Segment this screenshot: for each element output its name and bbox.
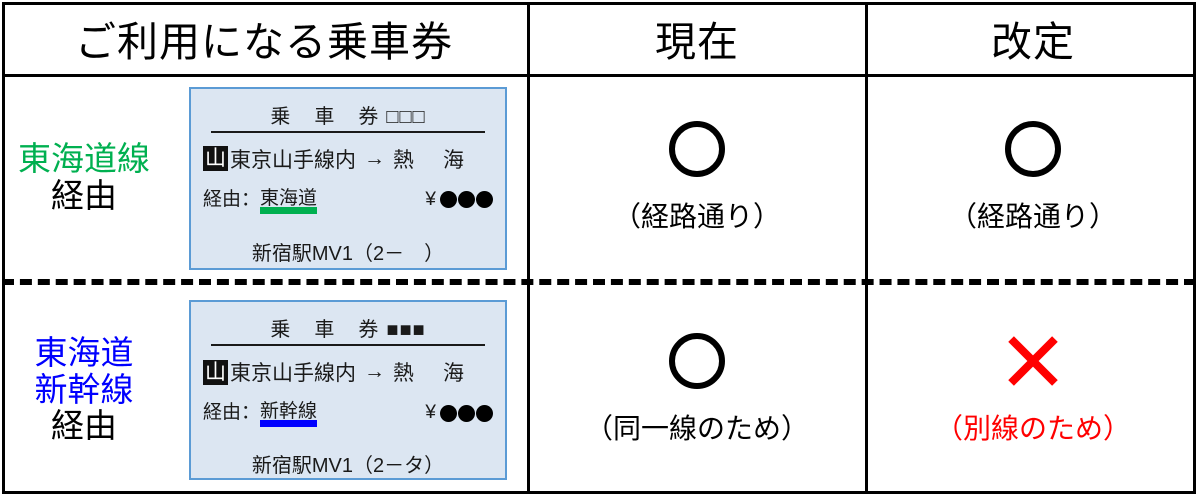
- route-line-name: 東海道線: [18, 140, 150, 178]
- price-dot-icon: [458, 191, 475, 208]
- ticket-graphic: 乗 車 券■■■ 山 東京山手線内 → 熱 海 経由： 新幹線 ¥: [189, 300, 507, 480]
- ticket-issuer-footer: 新宿駅MV1（2－タ）: [251, 455, 445, 477]
- current-result-cell-1: （経路通り）: [528, 77, 866, 279]
- ticket-route-line: 山 東京山手線内 → 熱 海: [203, 357, 493, 387]
- ticket-via-value: 東海道: [260, 187, 318, 209]
- ticket-price: ¥: [425, 402, 493, 424]
- ticket-via-value: 新幹線: [260, 401, 318, 422]
- ticket-price: ¥: [425, 189, 493, 211]
- ticket-graphic: 乗 車 券□□□ 山 東京山手線内 → 熱 海 経由： 東海道 ¥: [189, 86, 507, 270]
- ticket-via-line: 経由： 新幹線 ¥: [203, 396, 493, 427]
- ticket-via-label: 経由：: [203, 402, 261, 423]
- ticket-origin: 東京山手線内: [230, 362, 356, 385]
- header-ticket-column: ご利用になる乗車券: [75, 19, 453, 65]
- ticket-via-value-wrap: 新幹線: [260, 396, 318, 427]
- ticket-route-line: 山 東京山手線内 → 熱 海: [203, 144, 493, 174]
- price-dot-icon: [440, 404, 457, 422]
- ticket-via-line: 経由： 東海道 ¥: [203, 183, 493, 214]
- via-highlight-underline: [260, 206, 318, 214]
- table-row: 東海道線 経由 乗 車 券□□□ 山 東京山手線内 → 熱 海 経由： 東海道: [0, 77, 1200, 279]
- current-result-note: （同一線のため）: [584, 413, 809, 444]
- header-current-column: 現在: [655, 19, 739, 65]
- row-divider-dashed: [2, 279, 1196, 285]
- circle-mark-icon: [1005, 121, 1061, 177]
- ticket-marks: ■■■: [386, 319, 426, 341]
- table-header-row: ご利用になる乗車券 現在 改定: [0, 0, 1200, 76]
- route-via-suffix: 経由: [51, 407, 117, 445]
- column-divider-2: [865, 2, 868, 494]
- ticket-origin: 東京山手線内: [230, 148, 356, 172]
- route-label-cell-1: 東海道線 経由: [0, 77, 168, 279]
- cross-mark-icon: [1005, 333, 1061, 389]
- revised-result-cell-1: （経路通り）: [866, 77, 1200, 279]
- ticket-issuer-footer: 新宿駅MV1（2－ ）: [251, 242, 445, 265]
- route-line-name-part2: 新幹線: [34, 370, 134, 408]
- price-dot-icon: [458, 404, 475, 422]
- ticket-marks: □□□: [386, 105, 426, 128]
- ticket-via-value-wrap: 東海道: [260, 183, 318, 214]
- ticket-image-cell-2: 乗 車 券■■■ 山 東京山手線内 → 熱 海 経由： 新幹線 ¥: [168, 285, 528, 495]
- current-result-cell-2: （同一線のため）: [528, 285, 866, 495]
- header-revised-column: 改定: [991, 19, 1075, 65]
- route-via-suffix: 経由: [51, 177, 117, 214]
- ticket-image-cell-1: 乗 車 券□□□ 山 東京山手線内 → 熱 海 経由： 東海道 ¥: [168, 77, 528, 279]
- price-dot-icon: [440, 191, 457, 208]
- arrow-icon: →: [364, 146, 385, 170]
- route-label: 東海道 新幹線 経由: [34, 333, 134, 446]
- route-label: 東海道線 経由: [18, 140, 150, 215]
- ticket-title-text: 乗 車 券: [270, 319, 381, 341]
- revised-result-note: （経路通り）: [948, 201, 1117, 232]
- current-result-note: （経路通り）: [612, 201, 781, 232]
- revised-result-note: （別線のため）: [934, 413, 1131, 444]
- yen-symbol: ¥: [425, 188, 436, 210]
- route-label-cell-2: 東海道 新幹線 経由: [0, 285, 168, 495]
- route-line-name-part1: 東海道: [34, 333, 134, 371]
- yamanote-badge-icon: 山: [203, 146, 228, 171]
- yen-symbol: ¥: [425, 402, 436, 423]
- ticket-destination: 熱 海: [393, 148, 468, 172]
- ticket-title-line: 乗 車 券■■■: [211, 313, 485, 346]
- circle-mark-icon: [669, 121, 725, 177]
- yamanote-badge-icon: 山: [203, 359, 228, 385]
- ticket-destination: 熱 海: [393, 362, 468, 385]
- ticket-title-line: 乗 車 券□□□: [211, 100, 485, 133]
- ticket-via-label: 経由：: [203, 188, 261, 210]
- revised-result-cell-2: （別線のため）: [866, 285, 1200, 495]
- price-dot-icon: [476, 191, 493, 208]
- header-bottom-rule: [2, 74, 1196, 77]
- column-divider-1: [527, 2, 530, 494]
- price-dot-icon: [476, 404, 493, 422]
- circle-mark-icon: [669, 333, 725, 389]
- via-highlight-underline: [260, 420, 318, 427]
- ticket-title-text: 乗 車 券: [270, 105, 381, 128]
- table-row: 東海道 新幹線 経由 乗 車 券■■■ 山 東京山手線内 → 熱 海 経由：: [0, 285, 1200, 495]
- arrow-icon: →: [364, 360, 385, 383]
